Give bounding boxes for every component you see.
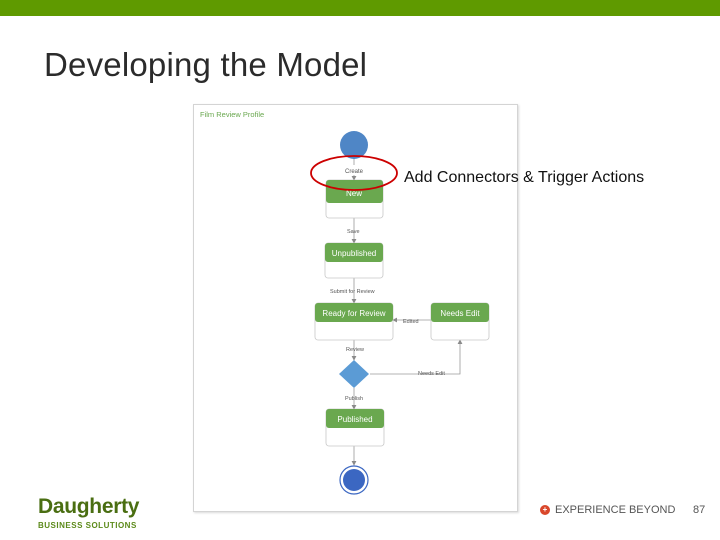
state-published[interactable]: Published	[325, 408, 385, 447]
state-needs-edit-label: Needs Edit	[440, 309, 480, 318]
decision-node[interactable]	[339, 360, 369, 388]
brand-logo-name: Daugherty	[38, 495, 140, 518]
state-published-label: Published	[337, 415, 372, 424]
diagram-title: Film Review Profile	[200, 110, 264, 119]
brand-logo-subtitle: BUSINESS SOLUTIONS	[38, 521, 137, 530]
start-node[interactable]	[340, 131, 368, 159]
transition-edited-label: Edited	[403, 319, 419, 325]
transition-create-label: Create	[345, 169, 364, 175]
state-ready-for-review[interactable]: Ready for Review	[314, 302, 394, 341]
tagline-text: EXPERIENCE BEYOND	[555, 504, 676, 516]
transition-submit-label: Submit for Review	[330, 289, 375, 295]
transition-save-label: Save	[347, 229, 360, 235]
page-number: 87	[693, 504, 706, 516]
end-node[interactable]	[343, 469, 365, 491]
top-accent-bar	[0, 0, 720, 16]
state-unpublished[interactable]: Unpublished	[324, 242, 384, 279]
state-needs-edit[interactable]: Needs Edit	[430, 302, 490, 341]
highlight-ellipse	[310, 155, 398, 191]
create-label-bg	[338, 165, 370, 175]
transition-publish-label: Publish	[345, 396, 363, 402]
callout-text: Add Connectors & Trigger Actions	[404, 169, 645, 186]
connector-needs-edit[interactable]	[370, 339, 463, 375]
state-ready-label: Ready for Review	[322, 309, 385, 318]
tagline: + EXPERIENCE BEYOND	[540, 504, 675, 516]
transition-review-label: Review	[346, 347, 364, 353]
state-new-label: New	[346, 189, 362, 198]
transition-needs-edit-label: Needs Edit	[418, 371, 445, 377]
state-unpublished-label: Unpublished	[332, 249, 376, 258]
plus-circle-icon: +	[540, 505, 550, 515]
state-new[interactable]: New	[325, 179, 384, 219]
slide-title: Developing the Model	[44, 46, 368, 83]
